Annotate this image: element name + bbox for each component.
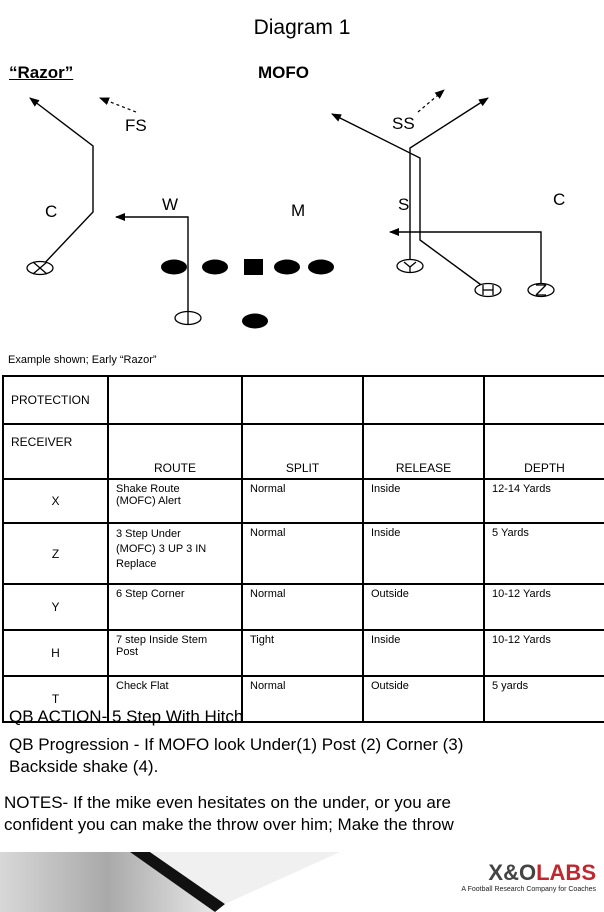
receiver-cell: Y <box>2 583 109 631</box>
play-name: “Razor” <box>9 63 74 82</box>
xo-labs-logo: X&OLABS A Football Research Company for … <box>455 860 600 904</box>
release-cell: Outside <box>362 583 485 631</box>
table-row: X Shake Route(MOFC) Alert Normal Inside … <box>2 478 604 524</box>
coverage-label: MOFO <box>258 63 309 82</box>
release-header: RELEASE <box>362 423 485 480</box>
offensive-lineman <box>161 259 187 275</box>
split-cell: Normal <box>241 675 364 723</box>
route-cell: 6 Step Corner <box>107 583 243 631</box>
protection-row: PROTECTION <box>2 375 604 425</box>
receiver-cell: Z <box>2 522 109 585</box>
defender-sam: S <box>398 195 410 214</box>
ss-drop <box>417 89 445 113</box>
offensive-lineman <box>308 259 334 275</box>
route-cell: Shake Route(MOFC) Alert <box>107 478 243 524</box>
x-route <box>29 97 94 269</box>
receiver-z <box>527 282 555 298</box>
split-cell: Normal <box>241 478 364 524</box>
receiver-header: RECEIVER <box>2 423 109 480</box>
offensive-lineman <box>274 259 300 275</box>
h-route <box>331 113 489 291</box>
table-row: T Check Flat Normal Outside 5 yards <box>2 675 604 723</box>
defender-mike: M <box>291 201 306 220</box>
receiver-cell: X <box>2 478 109 524</box>
depth-cell: 10-12 Yards <box>483 583 604 631</box>
split-cell: Normal <box>241 583 364 631</box>
defender-will: W <box>162 195 179 214</box>
t-route <box>115 213 189 318</box>
qb-action: QB ACTION- 5 Step With Hitch <box>9 707 244 726</box>
header-row: RECEIVER ROUTE SPLIT RELEASE DEPTH <box>2 423 604 480</box>
depth-cell: 5 Yards <box>483 522 604 585</box>
logo-tagline: A Football Research Company for Coaches <box>461 886 596 893</box>
depth-header: DEPTH <box>483 423 604 480</box>
coaching-notes: NOTES- If the mike even hesitates on the… <box>4 793 454 834</box>
example-note: Example shown; Early “Razor” <box>8 354 157 366</box>
offensive-lineman <box>202 259 228 275</box>
split-header: SPLIT <box>241 423 364 480</box>
receiver-h <box>474 282 502 298</box>
table-row: Y 6 Step Corner Normal Outside 10-12 Yar… <box>2 583 604 631</box>
protection-label: PROTECTION <box>2 375 109 425</box>
defender-corner-right: C <box>553 190 566 209</box>
logo-wordmark: X&OLABS <box>488 860 596 885</box>
release-cell: Inside <box>362 629 485 677</box>
release-cell: Inside <box>362 522 485 585</box>
receiver-t <box>174 310 202 326</box>
receiver-y <box>396 258 424 274</box>
depth-cell: 5 yards <box>483 675 604 723</box>
release-cell: Inside <box>362 478 485 524</box>
qb-progression: QB Progression - If MOFO look Under(1) P… <box>9 735 464 776</box>
quarterback <box>242 313 268 329</box>
split-cell: Tight <box>241 629 364 677</box>
depth-cell: 12-14 Yards <box>483 478 604 524</box>
defender-ss: SS <box>392 114 415 133</box>
z-route <box>389 228 542 290</box>
y-route <box>409 97 489 266</box>
play-diagram <box>26 89 555 329</box>
fs-drop <box>99 97 137 113</box>
split-cell: Normal <box>241 522 364 585</box>
receiver-cell: H <box>2 629 109 677</box>
defender-corner-left: C <box>45 202 58 221</box>
release-cell: Outside <box>362 675 485 723</box>
center-square <box>244 259 263 275</box>
route-header: ROUTE <box>107 423 243 480</box>
play-table: PROTECTION RECEIVER ROUTE SPLIT RELEASE … <box>2 375 604 723</box>
diagram-title: Diagram 1 <box>253 16 351 39</box>
receiver-x <box>26 260 54 276</box>
route-cell: Check Flat <box>107 675 243 723</box>
depth-cell: 10-12 Yards <box>483 629 604 677</box>
footer-band <box>0 852 340 912</box>
defender-fs: FS <box>125 116 147 135</box>
receiver-cell: T <box>2 675 109 723</box>
